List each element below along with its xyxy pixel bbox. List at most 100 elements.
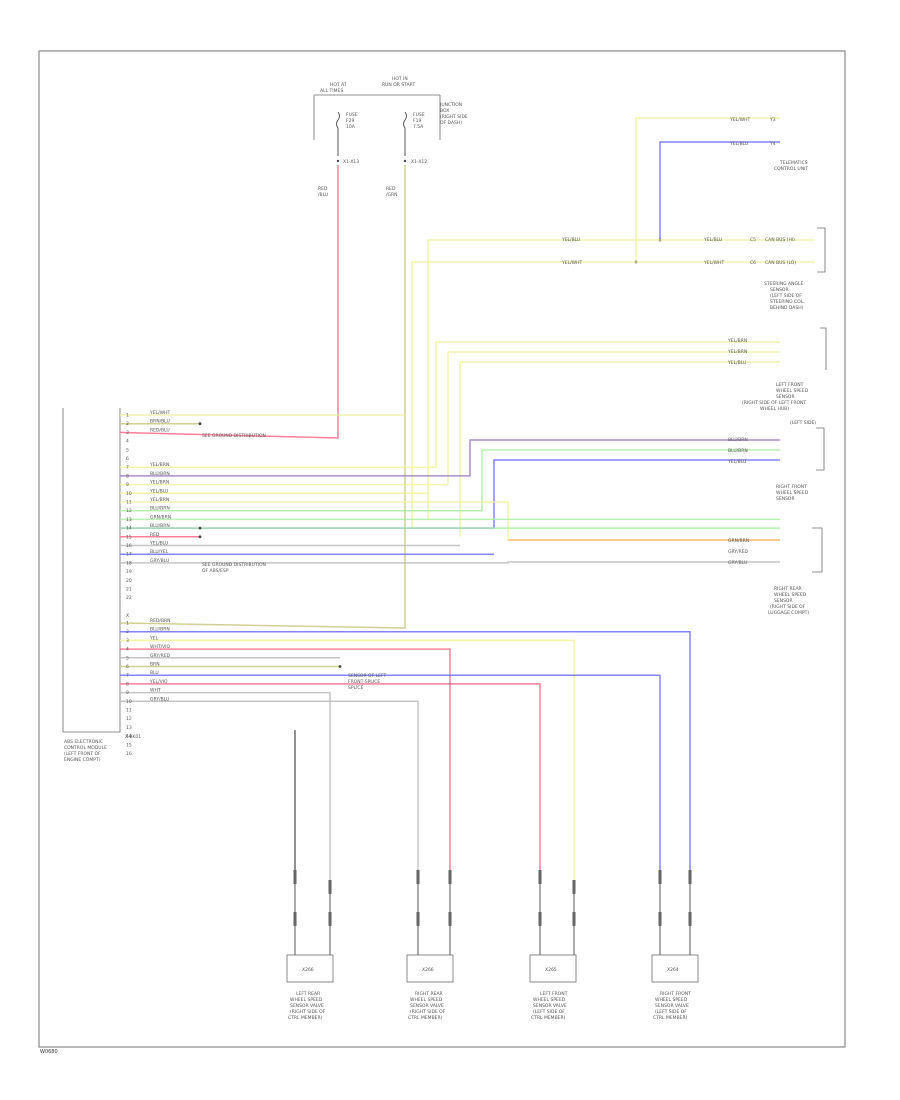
tel-pin-2: Y4 — [769, 141, 776, 147]
ecu-pin-a-4: 4 — [126, 439, 129, 445]
ecu-pin-b-11: 11 — [126, 708, 132, 714]
valve-connector-4 — [448, 870, 452, 884]
ecu-note-mid-2: FRONT SPLICE — [348, 679, 380, 685]
ecu-wire-a-7: YEL/BRN — [149, 462, 169, 468]
can-wire-right-1: YEL/BLU — [703, 237, 722, 243]
valve-1: X266 LEFT REAR WHEEL SPEED SENSOR VALVE … — [286, 954, 334, 1021]
valve-2: X266 RIGHT REAR WHEEL SPEED SENSOR VALVE… — [406, 954, 454, 1021]
fuse-2-symbol — [403, 111, 407, 129]
valve-3: X265 LEFT FRONT WHEEL SPEED SENSOR VALVE… — [529, 954, 577, 1021]
fuse-2-label-2: F19 — [413, 118, 421, 124]
valve-1-label-3: SENSOR VALVE — [290, 1003, 324, 1009]
can-wire-left-1: YEL/BLU — [561, 237, 580, 243]
wire-b7 — [120, 674, 661, 870]
fuse-1-symbol — [336, 111, 340, 129]
ecu-wire-a-16: YEL/BLU — [149, 541, 168, 547]
jb-conn-2: X1-X12 — [411, 159, 427, 165]
ecu-pin-b-2: 2 — [126, 629, 129, 635]
rrs-wire-3: GRY/BLU — [728, 560, 747, 566]
tel-wire-2: YEL/BLU — [729, 141, 748, 147]
ecu-note-mid-1: SENSOR OF LEFT — [348, 673, 386, 679]
rfs-wire-1: BLU/BRN — [728, 437, 748, 443]
wire-lfs-1 — [120, 341, 780, 468]
jb-wire-2b: /GRN — [386, 192, 398, 198]
ecu-pin-a-18: 18 — [126, 560, 132, 566]
footer-code: W0680 — [40, 1049, 58, 1055]
rrs-wire-1: GRN/BRN — [728, 538, 749, 544]
can-pin-1: C5 — [750, 237, 756, 243]
ecu-pin-a-9: 9 — [126, 482, 129, 488]
ecu-pin-b-16: 16 — [126, 751, 132, 757]
ecu-wire-a-13: GRN/BRN — [150, 514, 171, 520]
valve-1-label-5: CTRL MEMBER) — [288, 1015, 323, 1021]
ecu-wire-b-7: BLU — [150, 670, 159, 676]
ecu-wire-a-2: BRN/BLU — [150, 419, 170, 425]
fuse-1-label-2: F29 — [346, 118, 354, 124]
wire-b10 — [120, 700, 419, 870]
wire-b9 — [120, 691, 331, 880]
ecu-wire-b-4: WHT/VIO — [150, 644, 171, 650]
valve-connector-lower-8 — [688, 912, 692, 926]
valve-2-label-1: RIGHT REAR — [415, 991, 443, 997]
rrs-label-4: (RIGHT SIDE OF — [770, 604, 806, 610]
lfs-label-5: WHEEL HUB) — [760, 406, 789, 412]
jb-note-4: OF DASH) — [440, 120, 462, 126]
telematics-unit: YEL/WHT YEL/BLU Y3 Y4 TELEMATICS CONTROL… — [729, 117, 808, 172]
valve-connector-7 — [658, 870, 662, 884]
ecu-note-ground-2: SEE GROUND DISTRIBUTION — [202, 562, 266, 568]
can-pin-label-2: CAN BUS (LO) — [765, 260, 796, 266]
ecu-pin-a-19: 19 — [126, 569, 132, 575]
ecu-wire-a-8: BLU/BRN — [150, 471, 170, 477]
right-rear-sensor: GRN/BRN GRY/RED GRY/BLU RIGHT REAR WHEEL… — [728, 527, 823, 616]
ecu-wire-a-15: RED — [150, 532, 160, 538]
wire-lfs-2 — [447, 351, 780, 485]
tel-wire-1: YEL/WHT — [729, 117, 750, 123]
ecu-conn-bottom: X-BK01 — [125, 734, 141, 740]
ecu-pin-a-17: 17 — [126, 552, 132, 558]
lfs-label-1: LEFT FRONT — [776, 382, 804, 388]
fuse-box-title-3: HOT IN — [392, 76, 408, 82]
ecu-pin-a-15: 15 — [126, 534, 132, 540]
ground-dot-1 — [198, 422, 202, 426]
valve-1-label-4: (RIGHT SIDE OF — [290, 1009, 326, 1015]
rfs-label-3: SENSOR — [776, 496, 795, 502]
ecu-pin-b-8: 8 — [126, 681, 129, 687]
valve-3-label-4: (LEFT SIDE OF — [533, 1009, 565, 1015]
valve-2-label-4: (RIGHT SIDE OF — [410, 1009, 446, 1015]
lfs-label-4: (RIGHT SIDE OF LEFT FRONT — [742, 400, 806, 406]
ecu-pin-b-4: 4 — [126, 647, 129, 653]
ecu-pin-a-22: 22 — [126, 595, 132, 601]
jb-note-3: (RIGHT SIDE — [440, 114, 468, 120]
valve-2-label-5: CTRL MEMBER) — [408, 1015, 443, 1021]
ecu-label-2: CONTROL MODULE — [64, 745, 107, 751]
valve-4-label-5: CTRL MEMBER) — [653, 1015, 688, 1021]
wire-b3 — [120, 639, 575, 880]
ecu-wire-b-1: RED/BRN — [150, 618, 171, 624]
junction-box: HOT AT ALL TIMES HOT IN RUN OR START FUS… — [313, 76, 468, 198]
ecu-pin-b-6: 6 — [126, 664, 129, 670]
lfs-wire-2: YEL/BRN — [727, 349, 747, 355]
rrs-label-5: LUGGAGE COMPT) — [768, 610, 809, 616]
ecu-wire-a-10: YEL/BLU — [149, 488, 168, 494]
ecu-pin-a-1: 1 — [126, 413, 129, 419]
valve-connector-3 — [416, 870, 420, 884]
wire-tel-blu — [659, 141, 780, 240]
ecu-pin-a-21: 21 — [126, 587, 132, 593]
ecu-note-ground-3: OF ABS/ESP — [202, 568, 229, 574]
valve-connector-8 — [688, 870, 692, 884]
valve-connector-lower-2 — [328, 912, 332, 926]
wire-red-blu-power — [119, 165, 339, 439]
valve-1-label-2: WHEEL SPEED — [290, 997, 323, 1003]
can-wire-left-2: YEL/WHT — [561, 260, 582, 266]
ecu-wire-b-2: BLU/BRN — [150, 627, 170, 633]
ecu-pin-a-16: 16 — [126, 543, 132, 549]
ecu-pin-a-3: 3 — [126, 430, 129, 436]
valve-2-label-2: WHEEL SPEED — [410, 997, 443, 1003]
ecu-pin-b-13: 13 — [126, 725, 132, 731]
wire-pin11 — [120, 501, 780, 541]
wire-rfs-1 — [120, 439, 780, 477]
valve-2-box: X266 — [422, 967, 434, 973]
ecu-pin-b-12: 12 — [126, 716, 132, 722]
